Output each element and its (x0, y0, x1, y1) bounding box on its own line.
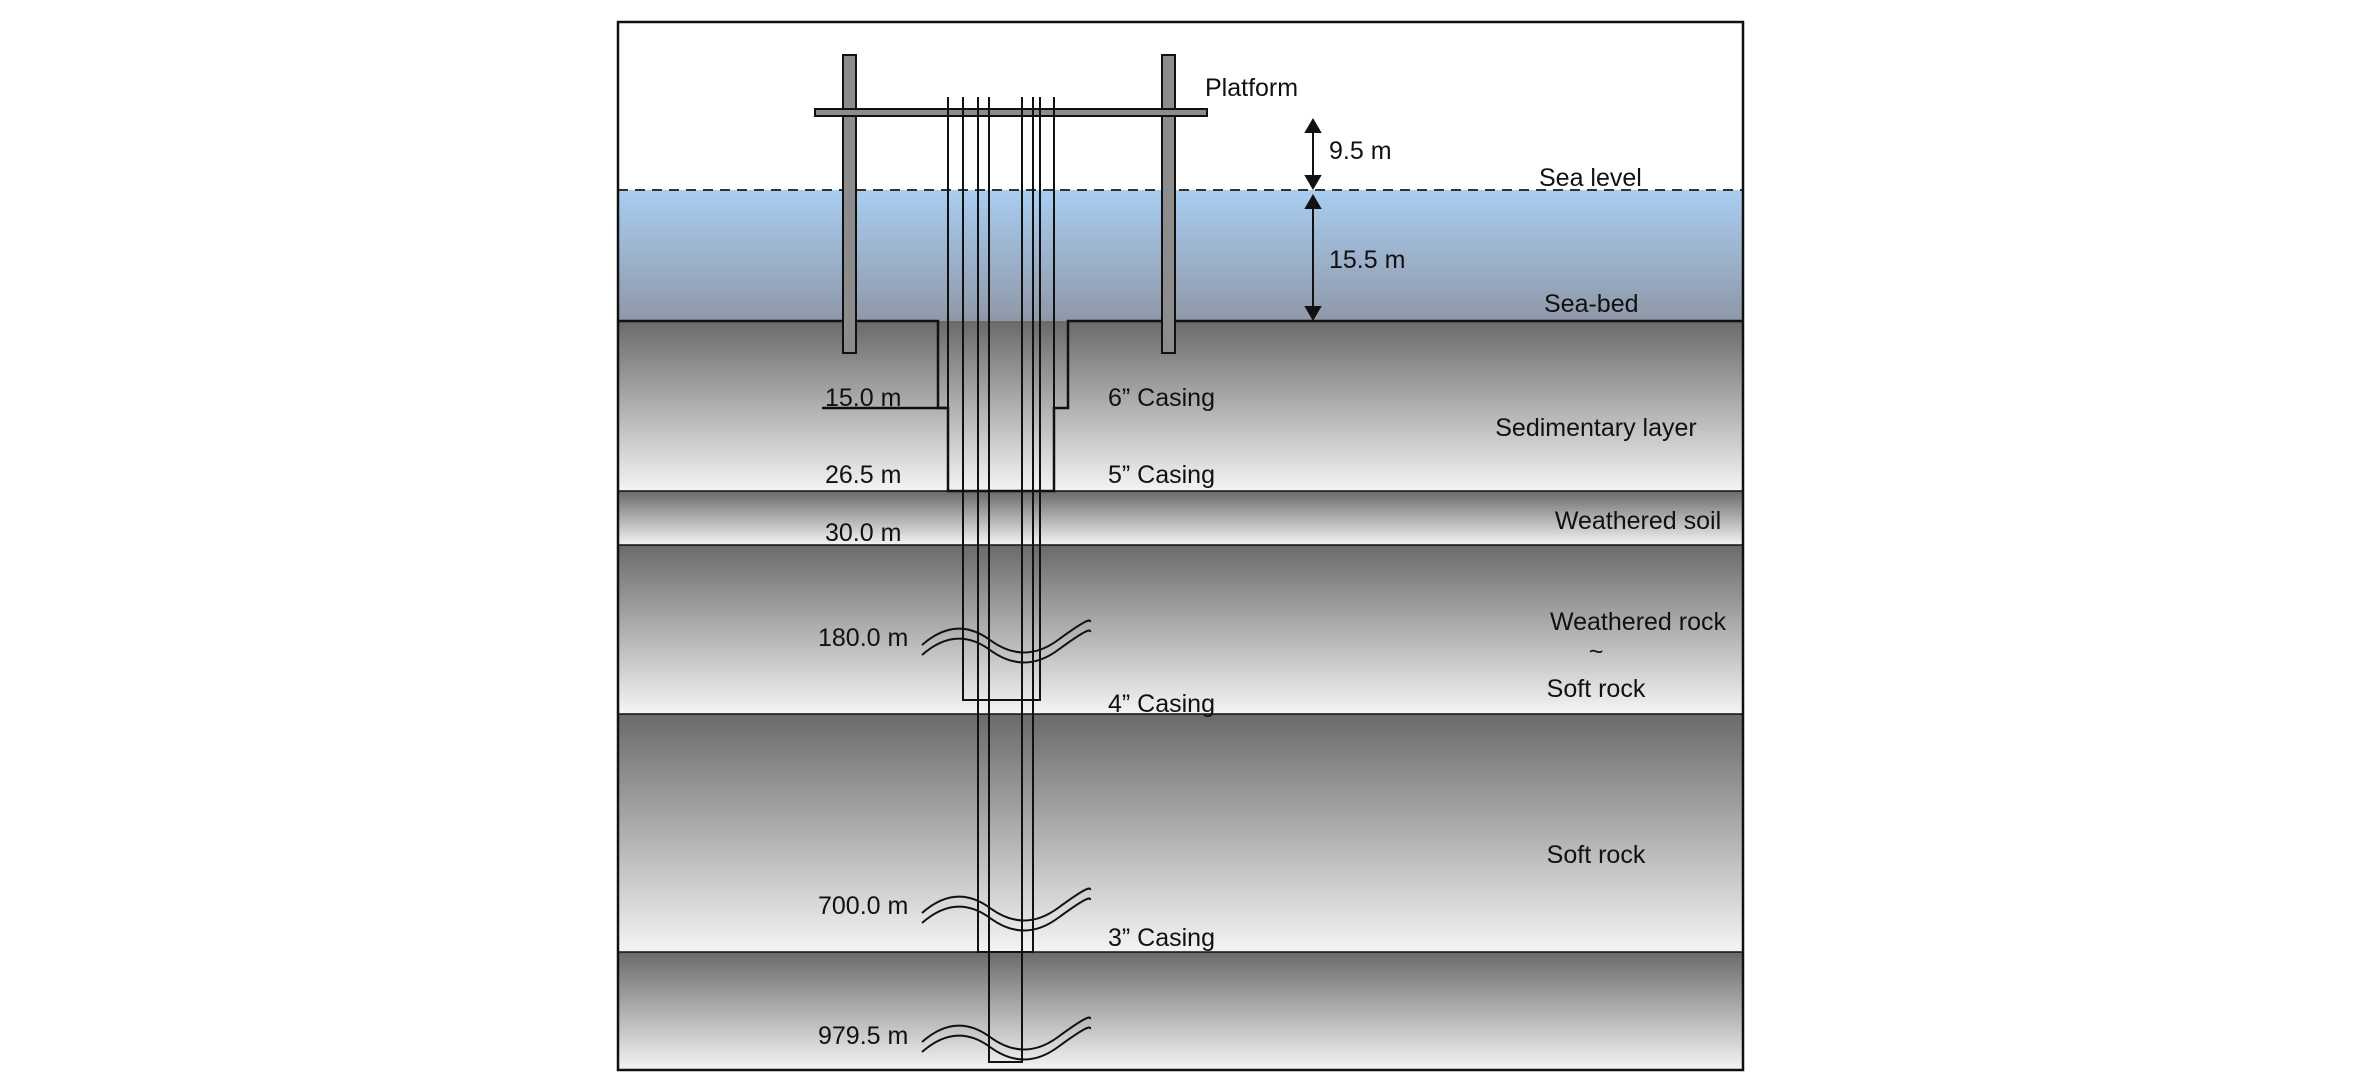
break-symbols (921, 619, 1092, 1061)
platform-leg-left (842, 54, 857, 354)
casing-pipes (947, 97, 1055, 1063)
layer-boundaries (618, 490, 1743, 953)
layer-sedimentary (618, 321, 1743, 491)
layer-label-tilde: ~ (1589, 638, 1604, 666)
casing-4-label: 4” Casing (1108, 690, 1215, 718)
casing-6-label: 6” Casing (1108, 384, 1215, 412)
depth-label-180: 180.0 m (818, 624, 908, 652)
dimension-arrows (1304, 118, 1322, 321)
sea-bed-label: Sea-bed (1544, 290, 1639, 318)
depth-label-30: 30.0 m (825, 519, 901, 547)
layer-weathered-soil (618, 491, 1743, 545)
layer-weathered-rock (618, 545, 1743, 714)
sky-area (618, 22, 1743, 190)
casing-5-label: 5” Casing (1108, 461, 1215, 489)
sea-level-label: Sea level (1539, 164, 1642, 192)
layer-label-soft-rock: Soft rock (1547, 841, 1646, 869)
platform-label: Platform (1205, 74, 1298, 102)
depth-label-700: 700.0 m (818, 892, 908, 920)
water-depth-label: 15.5 m (1329, 246, 1405, 274)
depth-label-26-5: 26.5 m (825, 461, 901, 489)
casing-3-label: 3” Casing (1108, 924, 1215, 952)
layer-label-weathered-rock: Weathered rock (1550, 608, 1727, 636)
layer-soft-rock (618, 714, 1743, 952)
diagram-frame (616, 20, 1745, 1072)
layer-label-soft-rock-upper: Soft rock (1547, 675, 1646, 703)
height-above-sea-label: 9.5 m (1329, 137, 1392, 165)
depth-label-979-5: 979.5 m (818, 1022, 908, 1050)
sea-water (618, 190, 1743, 321)
platform-deck (814, 108, 1208, 117)
layer-label-weathered-soil: Weathered soil (1555, 507, 1721, 535)
platform-leg-right (1161, 54, 1176, 354)
layer-bottom (618, 952, 1743, 1070)
layer-label-sedimentary: Sedimentary layer (1495, 414, 1696, 442)
depth-label-15: 15.0 m (825, 384, 901, 412)
